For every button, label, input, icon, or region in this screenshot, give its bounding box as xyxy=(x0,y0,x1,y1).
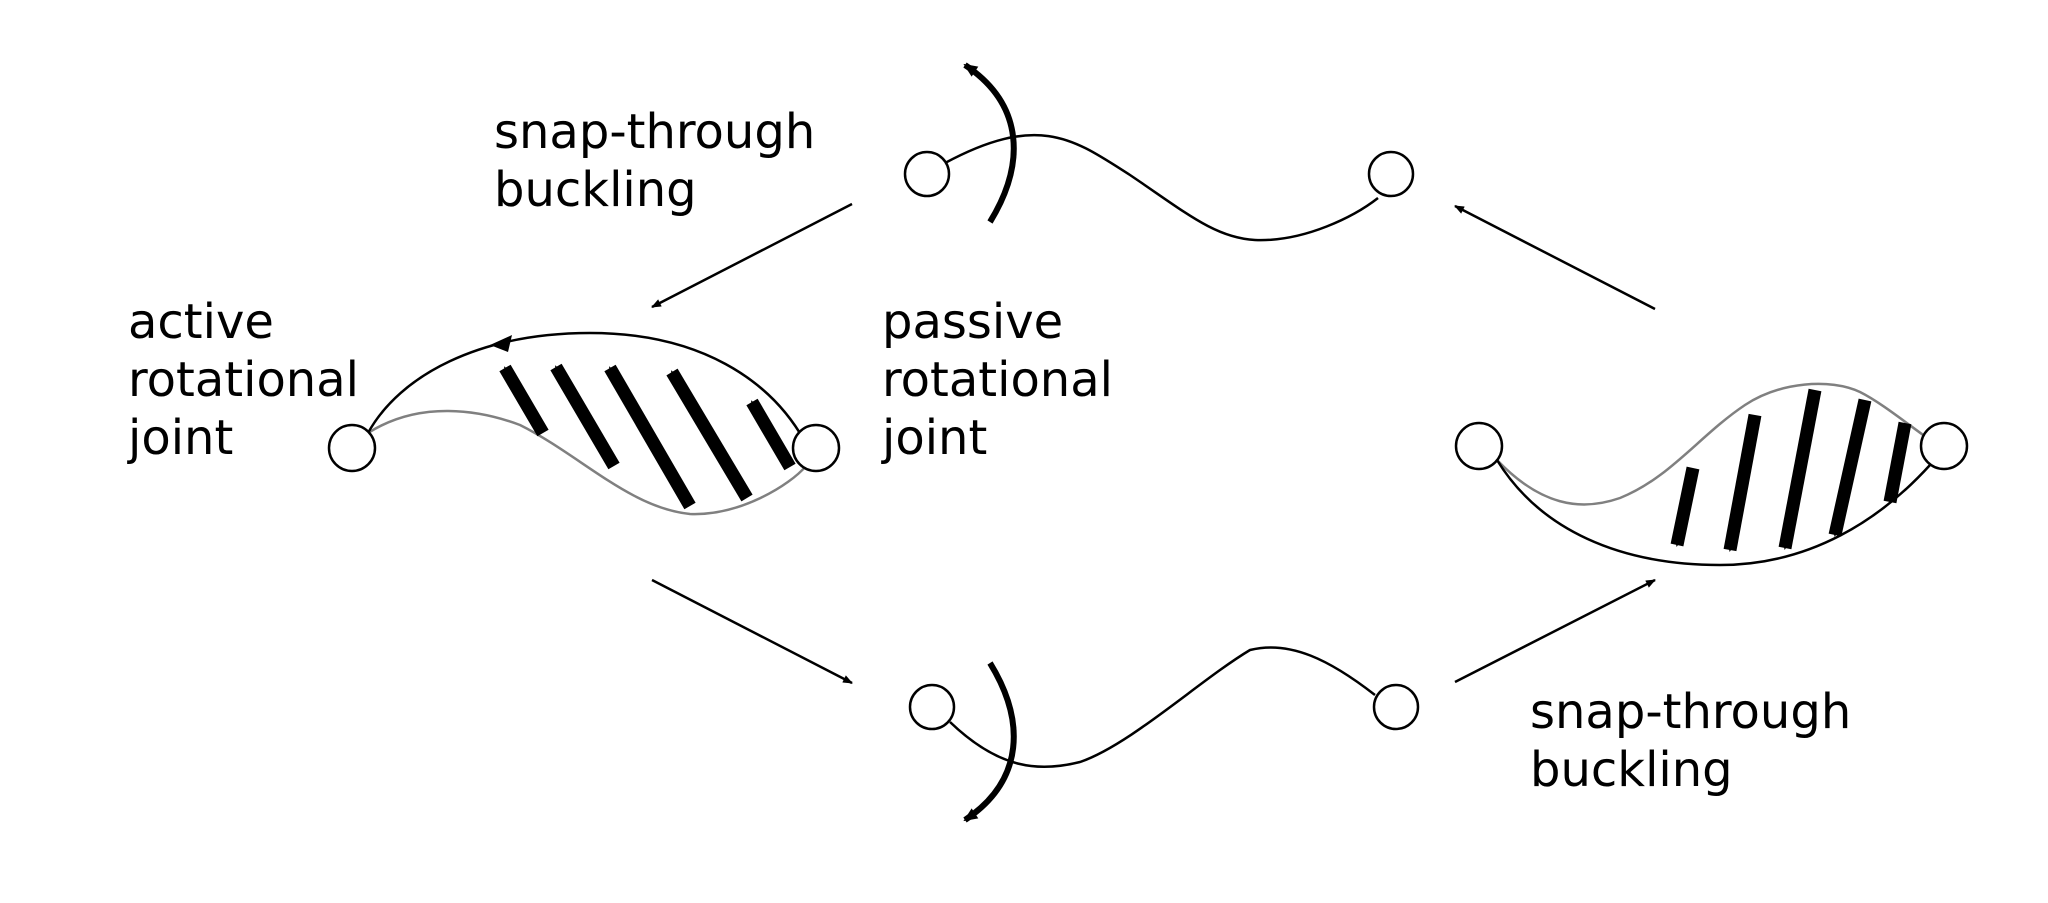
right-force-arrow xyxy=(1828,398,1872,537)
top-beam-curve xyxy=(944,133,1379,242)
right-beam-state xyxy=(1454,382,1969,567)
right-force-arrows xyxy=(1670,388,1912,552)
bottom-left-joint xyxy=(908,683,956,731)
left-force-arrow xyxy=(550,363,620,470)
right-right-joint xyxy=(1919,421,1969,471)
bottom-right-joint xyxy=(1372,683,1420,731)
snap-through-label-top: snap-through buckling xyxy=(494,104,816,218)
left-force-arrow xyxy=(499,364,549,437)
left-force-arrow xyxy=(746,398,796,471)
left-force-arrow xyxy=(604,364,696,510)
top-to-left-arrow xyxy=(651,202,853,309)
passive-joint-label: passive rotational joint xyxy=(882,294,1113,466)
right-force-arrow xyxy=(1883,421,1912,504)
right-to-top-arrow xyxy=(1454,204,1656,311)
snap-through-label-bottom: snap-through buckling xyxy=(1530,684,1852,798)
active-joint-label: active rotational joint xyxy=(128,294,359,466)
top-beam-state xyxy=(903,62,1415,242)
bottom-rotation-arrow xyxy=(963,661,1017,823)
right-ghost-curve xyxy=(1496,382,1931,506)
top-right-joint xyxy=(1367,150,1415,198)
left-beam-state xyxy=(327,331,841,516)
bottom-beam-state xyxy=(908,646,1420,823)
left-to-bottom-arrow xyxy=(651,578,853,685)
bottom-beam-curve xyxy=(949,646,1376,769)
left-beam-curve xyxy=(366,331,806,441)
left-ghost-curve xyxy=(367,409,807,516)
right-beam-curve xyxy=(1495,459,1931,567)
left-force-arrow xyxy=(666,368,753,502)
bottom-to-right-arrow xyxy=(1454,578,1656,684)
left-force-arrows xyxy=(499,363,796,510)
right-left-joint xyxy=(1454,421,1504,471)
left-passive-joint xyxy=(791,423,841,473)
right-force-arrow xyxy=(1723,413,1762,552)
left-active-joint xyxy=(327,423,377,473)
top-left-joint xyxy=(903,150,951,198)
transition-arrows xyxy=(651,202,1656,685)
right-force-arrow xyxy=(1670,466,1700,547)
top-rotation-arrow xyxy=(963,62,1017,224)
right-force-arrow xyxy=(1778,388,1822,550)
